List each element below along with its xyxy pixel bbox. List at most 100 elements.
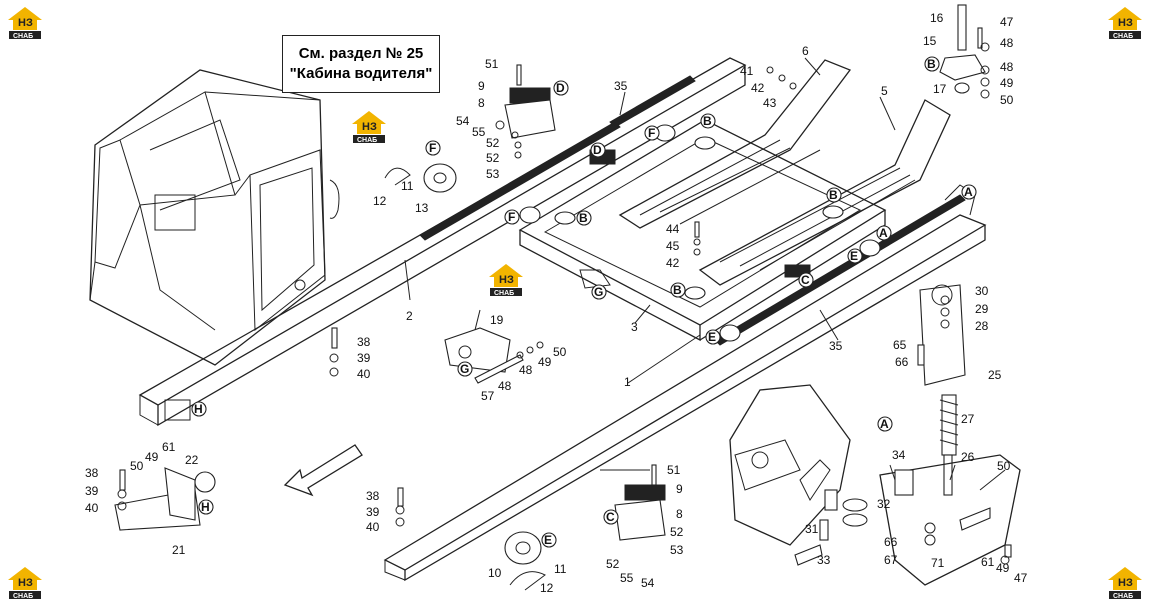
part-label-50c: 50 bbox=[130, 459, 144, 473]
part-label-31: 31 bbox=[805, 522, 819, 536]
part-label-9b: 9 bbox=[676, 482, 683, 496]
part-label-29: 29 bbox=[975, 302, 989, 316]
view-letter-e3: E bbox=[541, 532, 557, 548]
part-label-66b: 66 bbox=[884, 535, 898, 549]
part-label-6: 6 bbox=[802, 44, 809, 58]
part-label-55a: 55 bbox=[472, 125, 486, 139]
part-label-49a: 49 bbox=[1000, 76, 1014, 90]
view-letter-c2: C bbox=[603, 509, 619, 525]
part-label-35b: 35 bbox=[829, 339, 843, 353]
svg-text:B: B bbox=[673, 283, 682, 297]
view-letter-b4: B bbox=[826, 187, 842, 203]
part-label-45: 45 bbox=[666, 239, 680, 253]
left-side-beam bbox=[138, 57, 747, 427]
part-label-38c: 38 bbox=[366, 489, 380, 503]
view-letter-b3: B bbox=[576, 210, 592, 226]
part-label-50b: 50 bbox=[553, 345, 567, 359]
svg-text:C: C bbox=[801, 273, 810, 287]
part-label-61b: 61 bbox=[981, 555, 995, 569]
part-label-40b: 40 bbox=[85, 501, 99, 515]
view-letter-b5: B bbox=[670, 282, 686, 298]
part-label-66a: 66 bbox=[895, 355, 909, 369]
view-letter-e: E bbox=[847, 248, 863, 264]
part-label-55b: 55 bbox=[620, 571, 634, 585]
part-label-16: 16 bbox=[930, 11, 944, 25]
svg-text:A: A bbox=[879, 226, 888, 240]
view-letter-g: G bbox=[591, 284, 607, 300]
part-label-65: 65 bbox=[893, 338, 907, 352]
part-label-50d: 50 bbox=[997, 459, 1011, 473]
svg-text:E: E bbox=[850, 249, 858, 263]
part-label-8b: 8 bbox=[676, 507, 683, 521]
svg-text:СНАБ: СНАБ bbox=[357, 137, 377, 144]
view-letter-h2: H bbox=[198, 499, 214, 515]
part-label-40c: 40 bbox=[366, 520, 380, 534]
part-label-39c: 39 bbox=[366, 505, 380, 519]
center-frame bbox=[518, 119, 887, 342]
svg-text:B: B bbox=[927, 57, 936, 71]
part-label-39a: 39 bbox=[357, 351, 371, 365]
svg-text:H: H bbox=[201, 500, 210, 514]
cable-chains bbox=[618, 59, 951, 286]
svg-text:D: D bbox=[556, 81, 565, 95]
svg-text:НЗ: НЗ bbox=[18, 577, 33, 589]
view-letter-f: F bbox=[425, 140, 441, 156]
part-label-54b: 54 bbox=[641, 576, 655, 590]
part-label-52d: 52 bbox=[606, 557, 620, 571]
view-letter-f3: F bbox=[504, 209, 520, 225]
part-label-67: 67 bbox=[884, 553, 898, 567]
part-label-15: 15 bbox=[923, 34, 937, 48]
part-label-43: 43 bbox=[763, 96, 777, 110]
part-label-21: 21 bbox=[172, 543, 186, 557]
part-label-41: 41 bbox=[740, 64, 754, 78]
svg-text:F: F bbox=[429, 141, 436, 155]
small-parts bbox=[114, 4, 1021, 591]
part-label-38b: 38 bbox=[85, 466, 99, 480]
view-letter-f2: F bbox=[644, 125, 660, 141]
part-label-51b: 51 bbox=[667, 463, 681, 477]
part-label-44: 44 bbox=[666, 222, 680, 236]
part-label-42a: 42 bbox=[751, 81, 765, 95]
view-letter-b2: B bbox=[700, 113, 716, 129]
svg-text:НЗ: НЗ bbox=[18, 17, 33, 29]
part-label-26: 26 bbox=[961, 450, 975, 464]
svg-text:B: B bbox=[579, 211, 588, 225]
part-label-17: 17 bbox=[933, 82, 947, 96]
svg-text:B: B bbox=[703, 114, 712, 128]
part-label-49b: 49 bbox=[538, 355, 552, 369]
part-label-12b: 12 bbox=[540, 581, 554, 595]
part-label-11b: 11 bbox=[554, 562, 567, 576]
part-label-52b: 52 bbox=[486, 151, 500, 165]
svg-text:C: C bbox=[606, 510, 615, 524]
callout-line-1: См. раздел № 25 bbox=[298, 45, 424, 62]
part-label-2: 2 bbox=[406, 309, 413, 323]
part-label-5: 5 bbox=[881, 84, 888, 98]
part-label-48a: 48 bbox=[1000, 36, 1014, 50]
svg-text:СНАБ: СНАБ bbox=[1113, 33, 1133, 40]
part-number-labels: 1 2 3 5 6 8 9 10 11 12 13 15 16 17 19 21… bbox=[85, 11, 1028, 595]
svg-text:СНАБ: СНАБ bbox=[13, 593, 33, 600]
part-label-57: 57 bbox=[481, 389, 495, 403]
svg-text:E: E bbox=[708, 330, 716, 344]
callout-line-2: "Кабина водителя" bbox=[289, 65, 433, 82]
part-label-47b: 47 bbox=[1014, 571, 1028, 585]
see-section-callout: См. раздел № 25 "Кабина водителя" bbox=[282, 35, 440, 93]
part-label-49c: 49 bbox=[145, 450, 159, 464]
svg-text:B: B bbox=[829, 188, 838, 202]
right-side-beam bbox=[383, 184, 987, 582]
part-label-49d: 49 bbox=[996, 561, 1010, 575]
view-letter-e2: E bbox=[705, 329, 721, 345]
part-label-47a: 47 bbox=[1000, 15, 1014, 29]
part-label-40a: 40 bbox=[357, 367, 371, 381]
view-letter-h: H bbox=[191, 401, 207, 417]
svg-text:A: A bbox=[880, 417, 889, 431]
part-label-61a: 61 bbox=[162, 440, 176, 454]
part-label-8: 8 bbox=[478, 96, 485, 110]
view-letter-b: B bbox=[924, 56, 940, 72]
part-label-53b: 53 bbox=[670, 543, 684, 557]
part-label-35a: 35 bbox=[614, 79, 628, 93]
